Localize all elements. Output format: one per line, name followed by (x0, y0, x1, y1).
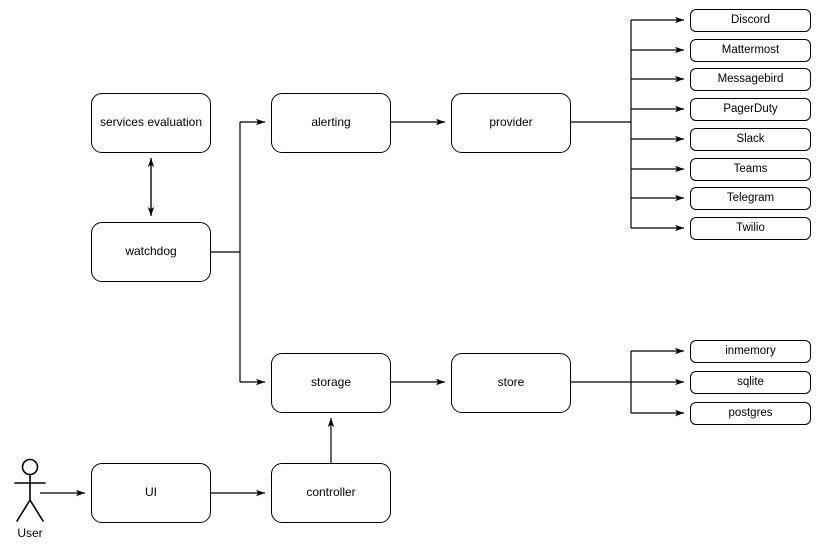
user-actor-label: User (17, 526, 43, 540)
node-services-evaluation[interactable]: services evaluation (91, 93, 211, 153)
node-store-inmemory-label: inmemory (725, 345, 776, 358)
node-provider-mattermost[interactable]: Mattermost (690, 39, 811, 62)
node-watchdog-label: watchdog (125, 244, 177, 259)
node-store-label: store (497, 375, 525, 390)
node-provider-pagerduty[interactable]: PagerDuty (690, 98, 811, 121)
node-provider-twilio[interactable]: Twilio (690, 217, 811, 240)
node-provider-messagebird[interactable]: Messagebird (690, 68, 811, 91)
node-provider-label: provider (489, 115, 533, 130)
node-provider-teams[interactable]: Teams (690, 158, 811, 181)
node-store-postgres-label: postgres (728, 407, 773, 420)
node-provider-slack[interactable]: Slack (690, 128, 811, 151)
node-provider-discord-label: Discord (731, 14, 770, 27)
node-store-sqlite-label: sqlite (737, 376, 764, 389)
node-storage[interactable]: storage (271, 353, 391, 413)
node-ui[interactable]: UI (91, 463, 211, 523)
node-provider-twilio-label: Twilio (736, 222, 765, 235)
node-store[interactable]: store (451, 353, 571, 413)
node-provider-discord[interactable]: Discord (690, 9, 811, 32)
node-provider[interactable]: provider (451, 93, 571, 153)
node-provider-teams-label: Teams (733, 163, 768, 176)
node-services-evaluation-label: services evaluation (99, 115, 203, 130)
node-provider-mattermost-label: Mattermost (721, 44, 780, 57)
node-storage-label: storage (310, 375, 352, 390)
node-watchdog[interactable]: watchdog (91, 222, 211, 282)
node-controller[interactable]: controller (271, 463, 391, 523)
node-store-postgres[interactable]: postgres (690, 402, 811, 425)
user-actor-icon (14, 458, 46, 522)
node-store-inmemory[interactable]: inmemory (690, 340, 811, 363)
node-provider-pagerduty-label: PagerDuty (723, 103, 778, 116)
node-provider-slack-label: Slack (736, 133, 765, 146)
node-provider-telegram-label: Telegram (726, 192, 775, 205)
node-controller-label: controller (306, 485, 356, 500)
node-alerting[interactable]: alerting (271, 93, 391, 153)
node-provider-telegram[interactable]: Telegram (690, 187, 811, 210)
node-ui-label: UI (145, 485, 157, 500)
node-alerting-label: alerting (311, 115, 351, 130)
node-store-sqlite[interactable]: sqlite (690, 371, 811, 394)
node-provider-messagebird-label: Messagebird (717, 73, 784, 86)
